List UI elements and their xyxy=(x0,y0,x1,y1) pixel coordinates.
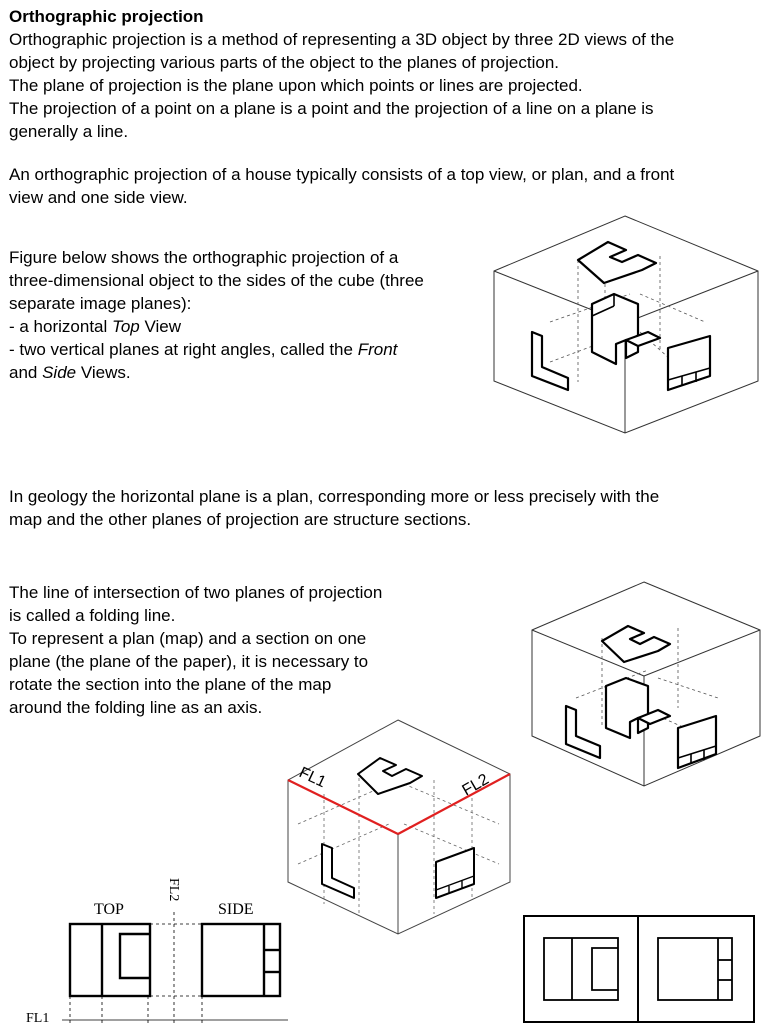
top-label: TOP xyxy=(94,901,124,918)
cube-projection-figure xyxy=(493,215,759,434)
top-view-rect xyxy=(68,922,152,998)
text-fragment: - two vertical planes at right angles, c… xyxy=(9,340,358,359)
folding-line-6: around the folding line as an axis. xyxy=(9,698,263,717)
folding-cube-figure: FL1 FL2 xyxy=(287,719,511,935)
side-view-shape xyxy=(435,847,475,899)
side-view-rect xyxy=(200,922,282,998)
house-line-2: view and one side view. xyxy=(9,188,188,207)
small-cube-figure xyxy=(531,581,761,787)
object-body xyxy=(604,676,650,740)
paper-plane-figure xyxy=(523,915,755,1023)
folding-line-1: The line of intersection of two planes o… xyxy=(9,583,383,602)
cube-edge xyxy=(624,270,759,324)
geology-line-1: In geology the horizontal plane is a pla… xyxy=(9,487,660,506)
fl1-label: FL1 xyxy=(26,1011,49,1024)
folding-lines xyxy=(287,773,511,835)
cube-outline xyxy=(287,719,511,935)
front-view-shape xyxy=(564,704,602,760)
folding-line-4: plane (the plane of the paper), it is ne… xyxy=(9,652,369,671)
top-view-shape xyxy=(600,624,672,664)
figure-text-line-1: Figure below shows the orthographic proj… xyxy=(9,248,399,267)
folding-line-fl1 xyxy=(287,779,399,835)
intro-line-3: The plane of projection is the plane upo… xyxy=(9,76,583,95)
italic-front: Front xyxy=(357,340,398,359)
top-view-shape xyxy=(357,757,423,795)
section-rect xyxy=(657,937,733,1001)
intro-line-1: Orthographic projection is a method of r… xyxy=(9,30,675,49)
side-view-shape xyxy=(676,714,718,770)
figure-text-line-6: and Side Views. xyxy=(9,361,131,384)
fl2-label: FL2 xyxy=(166,878,181,901)
folding-line-fl2 xyxy=(397,773,511,835)
geology-line-2: map and the other planes of projection a… xyxy=(9,510,472,529)
text-fragment: - a horizontal xyxy=(9,317,112,336)
object-body xyxy=(590,292,640,366)
intro-line-2: object by projecting various parts of th… xyxy=(9,53,559,72)
house-line-1: An orthographic projection of a house ty… xyxy=(9,165,675,184)
intro-line-4: The projection of a point on a plane is … xyxy=(9,99,654,118)
text-fragment: Views. xyxy=(76,363,131,382)
folding-line-3: To represent a plan (map) and a section … xyxy=(9,629,367,648)
figure-text-line-2: three-dimensional object to the sides of… xyxy=(9,271,424,290)
side-label: SIDE xyxy=(218,901,254,918)
folding-line-2: is called a folding line. xyxy=(9,606,176,625)
figure-text-line-4: - a horizontal Top View xyxy=(9,315,181,338)
cube-outline xyxy=(531,581,761,787)
figure-text-line-5: - two vertical planes at right angles, c… xyxy=(9,338,397,361)
plan-rect xyxy=(543,937,619,1001)
page-title: Orthographic projection xyxy=(9,7,204,26)
italic-top: Top xyxy=(112,317,140,336)
fl2-label: FL2 xyxy=(460,771,492,800)
intro-line-5: generally a line. xyxy=(9,122,129,141)
text-fragment: View xyxy=(139,317,181,336)
text-fragment: and xyxy=(9,363,43,382)
flat-views-figure: TOP SIDE FL2 FL1 xyxy=(26,878,288,1024)
italic-side: Side xyxy=(42,363,77,382)
front-view-shape xyxy=(321,843,355,899)
front-view-shape xyxy=(530,330,570,392)
figure-text-line-3: separate image planes): xyxy=(9,294,192,313)
side-view-shape xyxy=(666,334,712,392)
folding-line-5: rotate the section into the plane of the… xyxy=(9,675,332,694)
top-view-shape xyxy=(576,240,658,285)
object-ledge xyxy=(636,708,672,726)
object-ledge xyxy=(624,330,662,348)
